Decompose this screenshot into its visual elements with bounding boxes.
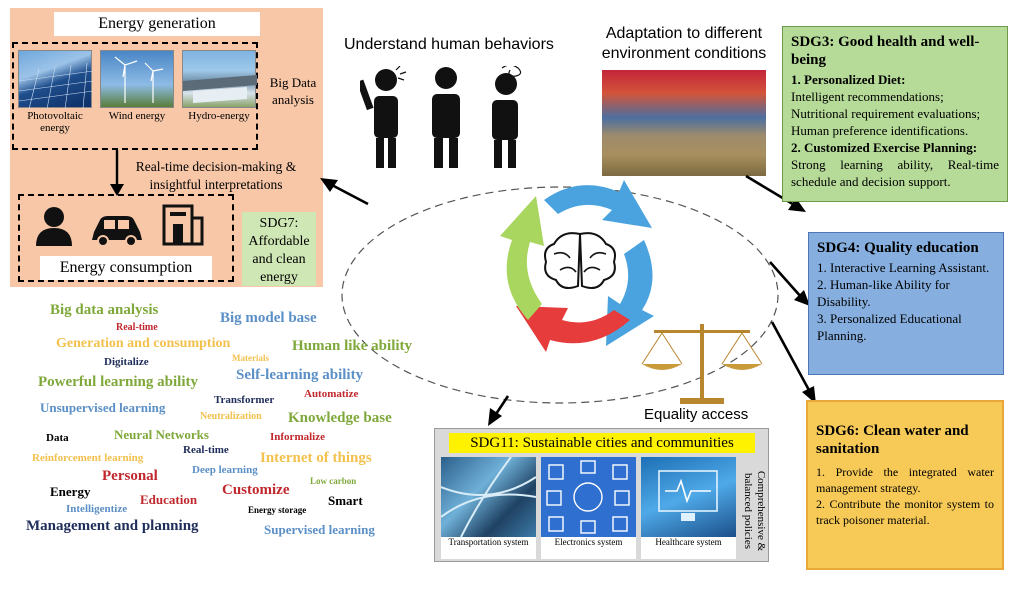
dam-icon — [183, 75, 257, 103]
cycle-arrows-icon — [500, 180, 654, 352]
building-icon — [162, 204, 204, 246]
energy-consumption-title: Energy consumption — [40, 256, 212, 280]
photovoltaic-image — [18, 50, 94, 110]
behaviors-label: Understand human behaviors — [344, 36, 554, 53]
word: Customize — [222, 482, 290, 498]
word: Unsupervised learning — [40, 400, 166, 415]
appliances-icon — [546, 460, 630, 534]
decision-line-1: Real-time decision-making & — [135, 159, 297, 174]
sdg4-item: 3. Personalized Educational Planning. — [817, 311, 962, 343]
transportation-label: Transportation system — [441, 537, 536, 559]
word: Reinforcement learning — [32, 452, 144, 464]
person-icon — [36, 207, 72, 246]
sdg11-side-wrap: Comprehensive & balanced policies — [740, 459, 768, 563]
word: Deep learning — [192, 464, 258, 476]
electronics-label: Electronics system — [541, 537, 636, 559]
sdg4-item: 1. Interactive Learning Assistant. — [817, 260, 990, 275]
hydro-label: Hydro-energy — [188, 110, 250, 122]
word: Materials — [232, 353, 269, 363]
word: Low carbon — [310, 476, 357, 486]
adaptation-line-2: environment conditions — [601, 45, 767, 62]
scales-icon — [641, 324, 763, 404]
wind-turbine-icon — [114, 56, 164, 103]
word: Digitalize — [104, 356, 149, 368]
energy-panel: Energy generation Photovoltaic energy Wi… — [10, 8, 323, 287]
word: Big model base — [220, 310, 317, 326]
sdg3-line: Intelligent recommendations; — [791, 89, 944, 104]
word: Internet of things — [260, 450, 372, 466]
sdg3-body2: Strong learning ability, Real-time sched… — [791, 157, 999, 189]
down-arrow — [110, 150, 124, 196]
word: Generation and consumption — [56, 336, 231, 351]
sdg6-title: SDG6: Clean water and sanitation — [816, 423, 969, 457]
generation-sources-box: Photovoltaic energy Wind energy Hydro-en… — [12, 42, 258, 150]
decision-line-2: insightful interpretations — [149, 177, 283, 192]
energy-generation-title: Energy generation — [54, 12, 260, 36]
sdg3-sub2: 2. Customized Exercise Planning: — [791, 140, 978, 155]
wind-image — [100, 50, 174, 108]
healthcare-label: Healthcare system — [641, 537, 736, 559]
adaptation-line-1: Adaptation to different — [605, 25, 763, 42]
word: Powerful learning ability — [38, 374, 198, 390]
sdg6-item: 1. Provide the integrated water manageme… — [816, 465, 994, 495]
sdg11-side-label: Comprehensive & balanced policies — [742, 470, 767, 552]
photovoltaic-label: Photovoltaic energy — [27, 110, 83, 134]
word: Supervised learning — [264, 522, 375, 537]
word: Self-learning ability — [236, 367, 364, 383]
word: Education — [140, 492, 198, 507]
sdg3-line: Human preference identifications. — [791, 123, 969, 138]
word: Management and planning — [26, 518, 199, 534]
sdg4-box: SDG4: Quality education 1. Interactive L… — [808, 232, 1004, 375]
environment-image — [602, 70, 766, 176]
cycle-ellipse — [341, 186, 779, 404]
consumption-box: Energy consumption — [18, 194, 234, 282]
highway-icon — [440, 456, 537, 538]
hydro-image — [182, 50, 257, 108]
word: Data — [46, 432, 69, 444]
solar-panel-icon — [18, 62, 94, 110]
sdg7-box: SDG7: Affordable and clean energy — [242, 212, 316, 286]
sdg4-title: SDG4: Quality education — [817, 240, 979, 256]
word: Energy — [50, 484, 91, 499]
word: Neutralization — [200, 411, 262, 422]
sdg4-item: 2. Human-like Ability for Disability. — [817, 277, 950, 309]
word: Automatize — [304, 388, 359, 400]
word: Human like ability — [292, 338, 413, 354]
adaptation-label: Adaptation to different environment cond… — [598, 24, 770, 64]
word: Neural Networks — [114, 427, 209, 442]
word: Personal — [102, 468, 158, 484]
word: Smart — [328, 493, 363, 508]
sdg6-box: SDG6: Clean water and sanitation 1. Prov… — [806, 400, 1004, 570]
word: Real-time — [183, 444, 229, 456]
word: Transformer — [214, 394, 275, 406]
word: Intelligentize — [66, 503, 128, 515]
word: Energy storage — [248, 505, 307, 515]
word: Big data analysis — [50, 302, 159, 318]
electronics-image — [541, 457, 636, 537]
sdg11-box: SDG11: Sustainable cities and communitie… — [434, 428, 769, 562]
transportation-image — [440, 456, 537, 538]
sdg3-line: Nutritional requirement evaluations; — [791, 106, 981, 121]
brain-icon — [544, 232, 616, 289]
word: Informalize — [270, 431, 325, 443]
healthcare-image — [641, 457, 736, 537]
human-figures-icon — [360, 66, 522, 168]
sdg3-sub1: 1. Personalized Diet: — [791, 72, 906, 87]
sdg11-title: SDG11: Sustainable cities and communitie… — [449, 433, 755, 453]
decision-text: Real-time decision-making & insightful i… — [126, 158, 306, 194]
sdg3-box: SDG3: Good health and well-being 1. Pers… — [782, 26, 1008, 202]
big-data-label: Big Data analysis — [269, 75, 317, 107]
equality-label: Equality access — [644, 406, 749, 423]
medical-screen-icon — [658, 470, 718, 521]
word: Real-time — [116, 322, 158, 333]
sdg6-item: 2. Contribute the monitor system to trac… — [816, 497, 994, 527]
wind-label: Wind energy — [108, 110, 166, 122]
word-cloud: Big data analysis Real-time Big model ba… — [0, 0, 430, 614]
sdg3-title: SDG3: Good health and well-being — [791, 34, 980, 68]
car-icon — [92, 216, 142, 246]
word: Knowledge base — [288, 410, 392, 426]
